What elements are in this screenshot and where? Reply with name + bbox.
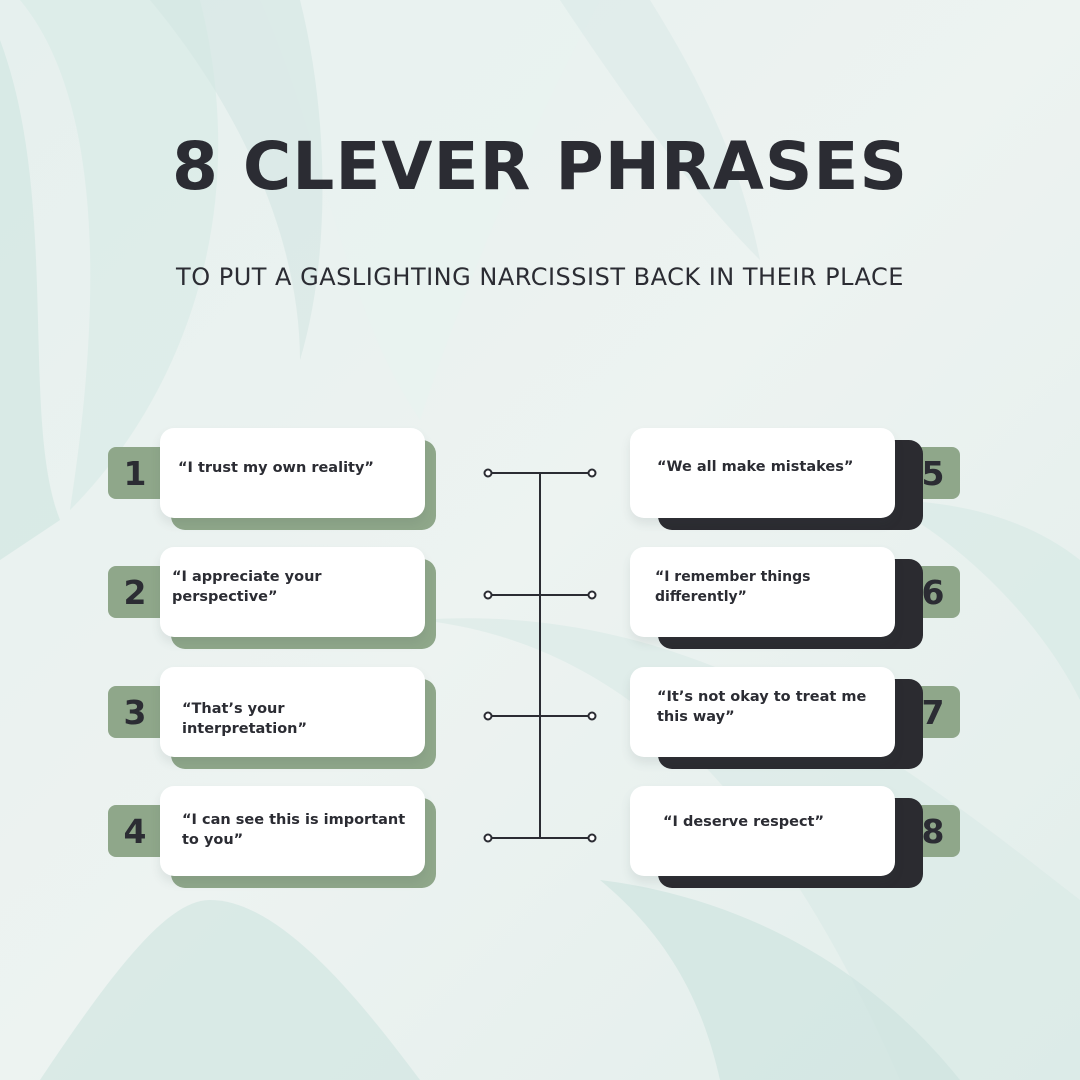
phrase-number: 8 <box>921 811 945 851</box>
phrase-text: “It’s not okay to treat me this way” <box>657 689 867 725</box>
phrase-item-5: “We all make mistakes” 5 <box>630 428 960 530</box>
phrase-item-6: “I remember things differently” 6 <box>630 547 960 649</box>
phrase-text: “I trust my own reality” <box>178 460 374 476</box>
phrase-item-1: “I trust my own reality” 1 <box>108 428 438 530</box>
phrase-item-2: “I appreciate your perspective” 2 <box>108 547 438 649</box>
phrase-text: “We all make mistakes” <box>657 459 854 475</box>
phrase-number: 1 <box>123 453 147 493</box>
phrase-number: 4 <box>123 811 147 851</box>
connector-dot <box>587 711 597 721</box>
phrase-item-8: “I deserve respect” 8 <box>630 786 960 888</box>
phrase-number: 7 <box>921 692 945 732</box>
page-title: 8 CLEVER PHRASES <box>171 128 909 205</box>
connector-dot <box>483 833 493 843</box>
number-badge-bg <box>108 447 162 499</box>
connector-dot <box>587 468 597 478</box>
connector-dot <box>587 590 597 600</box>
phrase-text: “I appreciate your perspective” <box>172 569 322 605</box>
number-badge-bg <box>108 805 162 857</box>
phrase-item-7: “It’s not okay to treat me this way” 7 <box>630 667 960 769</box>
phrase-card: “We all make mistakes” <box>630 428 895 518</box>
phrase-item-3: “That’s your interpretation” 3 <box>108 667 438 769</box>
phrase-number: 2 <box>123 572 147 612</box>
connector-dot <box>483 711 493 721</box>
phrase-card: “I can see this is important to you” <box>160 786 425 876</box>
phrase-text: “I remember things differently” <box>655 569 811 605</box>
number-badge-bg <box>108 566 162 618</box>
phrase-text: “I can see this is important to you” <box>182 812 406 848</box>
phrase-item-4: “I can see this is important to you” 4 <box>108 786 438 888</box>
connector-dot <box>587 833 597 843</box>
phrase-card: “I deserve respect” <box>630 786 895 876</box>
phrase-number: 6 <box>921 572 945 612</box>
phrase-card: “I appreciate your perspective” <box>160 547 425 637</box>
phrase-card: “I trust my own reality” <box>160 428 425 518</box>
phrase-text: “I deserve respect” <box>663 814 825 830</box>
phrase-text: “That’s your interpretation” <box>182 701 308 737</box>
connector-dot <box>483 590 493 600</box>
connector-dot <box>483 468 493 478</box>
phrase-card: “I remember things differently” <box>630 547 895 637</box>
phrase-card: “That’s your interpretation” <box>160 667 425 757</box>
phrase-card: “It’s not okay to treat me this way” <box>630 667 895 757</box>
phrase-number: 3 <box>123 692 147 732</box>
number-badge-bg <box>108 686 162 738</box>
page-subtitle: TO PUT A GASLIGHTING NARCISSIST BACK IN … <box>176 263 904 291</box>
phrase-number: 5 <box>921 453 945 493</box>
